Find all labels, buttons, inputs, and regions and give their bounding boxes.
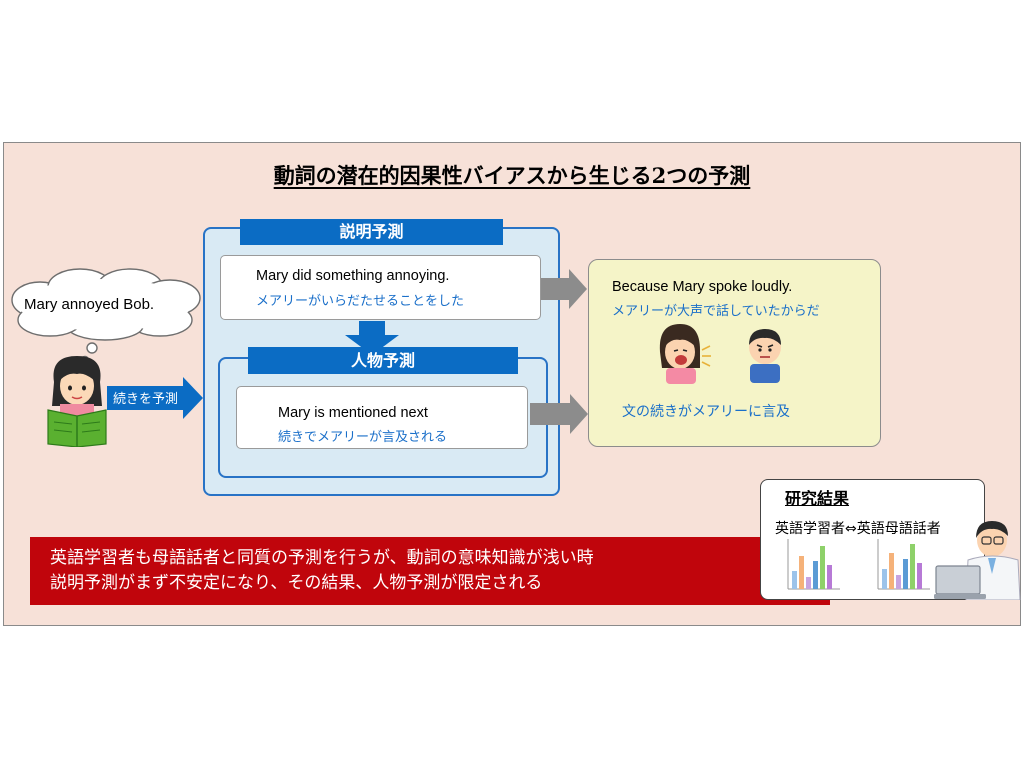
explanation-to-result-arrow	[541, 269, 587, 309]
result-text-jp: メアリーが大声で話していたからだ	[612, 304, 820, 319]
diagram-title: 動詞の潜在的因果性バイアスから生じる2つの予測	[273, 163, 751, 188]
explanation-header: 説明予測	[240, 219, 503, 245]
bob-annoyed-icon	[749, 329, 781, 383]
mary-talking-icon	[659, 324, 711, 384]
findings-title: 研究結果	[785, 489, 850, 508]
result-box	[588, 259, 881, 447]
findings-subtitle: 英語学習者⇔英語母語話者	[775, 521, 941, 537]
explanation-card	[220, 255, 541, 320]
conclusion-box	[30, 537, 830, 605]
explanation-text-jp: メアリーがいらだたせることをした	[256, 294, 465, 309]
reference-text-jp: 続きでメアリーが言及される	[278, 430, 448, 445]
down-arrow	[345, 321, 399, 355]
conclusion-line-1: 英語学習者も母語話者と同質の予測を行うが、動詞の意味知識が浅い時	[50, 548, 594, 568]
native-results-chart-icon	[877, 539, 930, 590]
reference-header: 人物予測	[248, 347, 518, 374]
researcher-icon	[934, 521, 1021, 600]
reference-text-en: Mary is mentioned next	[278, 405, 428, 421]
explanation-text-en: Mary did something annoying.	[256, 268, 450, 284]
learner-results-chart-icon	[787, 539, 840, 590]
reference-to-result-arrow	[530, 394, 588, 434]
conclusion-line-2: 説明予測がまず不安定になり、その結果、人物予測が限定される	[50, 573, 543, 593]
girl-reading-icon	[47, 356, 107, 447]
reference-card	[236, 386, 528, 449]
speech-bubble	[11, 268, 201, 365]
speech-bubble-text: Mary annoyed Bob.	[24, 296, 155, 313]
continue-arrow	[107, 377, 203, 419]
continue-label: 続きを予測	[113, 392, 179, 407]
result-caption: 文の続きがメアリーに言及	[622, 404, 790, 420]
result-text-en: Because Mary spoke loudly.	[612, 279, 793, 295]
